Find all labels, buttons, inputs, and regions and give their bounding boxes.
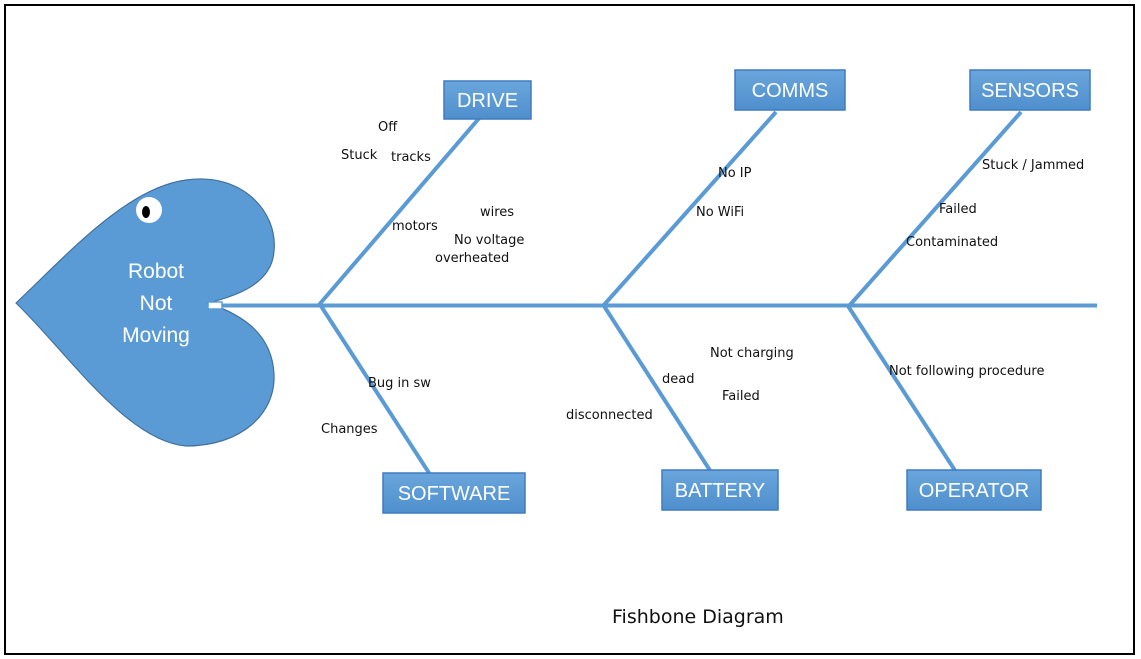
category-sensors: SENSORS [969, 69, 1091, 111]
cause-software-changes: Changes [321, 422, 378, 437]
category-comms: COMMS [734, 69, 846, 111]
bone-battery [602, 304, 713, 474]
bone-comms [601, 110, 778, 308]
bone-operator [846, 304, 958, 474]
problem-line-2: Not [140, 292, 173, 315]
cause-drive-no-voltage: No voltage [454, 233, 524, 248]
cause-battery-dead: dead [662, 372, 694, 387]
cause-sensors-stuck-jammed: Stuck / Jammed [982, 158, 1084, 173]
cause-drive-wires: wires [480, 205, 514, 220]
category-sensors-label: SENSORS [981, 80, 1079, 102]
spine-connector [207, 301, 223, 310]
problem-line-1: Robot [128, 260, 184, 283]
cause-battery-disconnected: disconnected [566, 408, 653, 423]
category-drive-label: DRIVE [457, 90, 518, 112]
diagram-caption: Fishbone Diagram [612, 606, 784, 628]
cause-drive-off: Off [378, 120, 398, 135]
cause-drive-stuck: Stuck [341, 148, 378, 163]
cause-sensors-failed: Failed [939, 202, 977, 217]
problem-line-3: Moving [122, 324, 190, 347]
category-operator-label: OPERATOR [919, 480, 1029, 502]
category-software-label: SOFTWARE [398, 483, 511, 505]
category-battery: BATTERY [661, 469, 779, 511]
bone-sensors [847, 110, 1023, 308]
category-operator: OPERATOR [906, 469, 1042, 511]
category-battery-label: BATTERY [675, 480, 765, 502]
category-software: SOFTWARE [382, 472, 526, 514]
cause-drive-overheated: overheated [435, 251, 509, 266]
cause-drive-tracks: tracks [391, 150, 431, 165]
cause-battery-failed: Failed [722, 389, 760, 404]
eye-icon [136, 197, 162, 223]
cause-sensors-contaminated: Contaminated [906, 235, 998, 250]
category-comms-label: COMMS [752, 80, 829, 102]
cause-drive-motors: motors [392, 219, 438, 234]
cause-operator-not-following-procedure: Not following procedure [889, 364, 1044, 379]
category-drive: DRIVE [443, 80, 532, 120]
diagram-frame: Robot Not Moving DRIVE COMMS SENSORS SOF… [4, 4, 1135, 655]
bone-software [319, 304, 433, 478]
fishbone-diagram: Robot Not Moving DRIVE COMMS SENSORS SOF… [15, 69, 1097, 628]
cause-comms-no-ip: No IP [718, 166, 752, 181]
cause-software-bug-in-sw: Bug in sw [368, 376, 431, 391]
bone-drive [316, 114, 483, 308]
cause-battery-not-charging: Not charging [710, 346, 794, 361]
cause-comms-no-wifi: No WiFi [696, 205, 744, 220]
